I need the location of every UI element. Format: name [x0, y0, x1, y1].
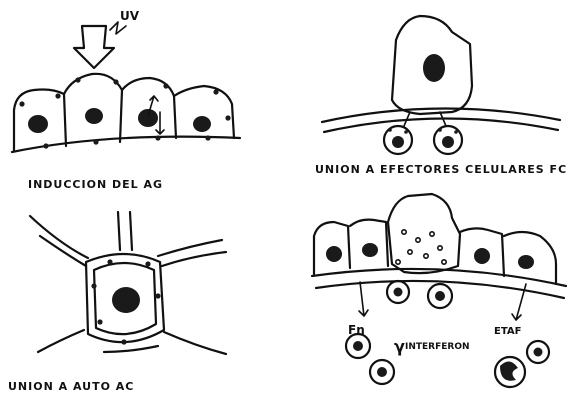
granule-dot	[416, 238, 420, 242]
caption-autoantibody: UNION A AUTO AC	[8, 380, 134, 393]
antigen-dot	[93, 139, 98, 144]
uv-label: UV	[120, 9, 140, 23]
cell-nucleus	[474, 248, 490, 264]
mononuclear-nucleus	[534, 348, 543, 357]
cell-nucleus	[326, 246, 342, 262]
etaf-label: ETAF	[494, 326, 521, 337]
granule-dot	[404, 130, 408, 134]
cell-nucleus	[362, 243, 378, 257]
autoantibody-dot	[145, 261, 150, 266]
cell-boundary	[104, 346, 158, 352]
cell-nucleus	[518, 255, 534, 269]
cell-boundary	[64, 94, 66, 146]
antigen-dot	[163, 83, 168, 88]
cell-nucleus	[85, 108, 103, 124]
cell-boundary	[118, 212, 120, 250]
panel-induction: UV INDUCCION DEL AG	[12, 9, 240, 191]
cell-nucleus	[138, 109, 158, 127]
mononuclear-nucleus	[353, 341, 363, 351]
autoantibody-dot	[97, 319, 102, 324]
caption-induction: INDUCCION DEL AG	[28, 178, 163, 191]
granule-dot	[438, 128, 442, 132]
cell-boundary	[40, 236, 86, 266]
cell-boundary	[174, 96, 176, 138]
cell-boundary	[30, 216, 88, 258]
fn-label: Fn	[348, 323, 365, 337]
central-cell-nucleus	[112, 287, 140, 313]
granule-dot	[438, 246, 442, 250]
lymphocyte-nucleus	[435, 291, 445, 301]
antigen-dot	[225, 115, 230, 120]
granule-dot	[388, 128, 392, 132]
antigen-dot	[205, 135, 210, 140]
cell-nucleus	[193, 116, 211, 132]
panel-effectors: UNION A EFECTORES CELULARES FC	[315, 16, 567, 176]
effector-cell-nucleus	[442, 136, 454, 148]
panel-cytokines: Fn γ INTERFERON ETAF	[312, 194, 566, 387]
granule-dot	[430, 232, 434, 236]
granule-dot	[396, 260, 400, 264]
granule-dot	[454, 130, 458, 134]
antigen-dot	[55, 93, 60, 98]
antigen-dot	[75, 77, 80, 82]
lymphocyte-nucleus	[394, 288, 403, 297]
release-arrow-icon	[359, 282, 368, 316]
target-cell-nucleus	[423, 54, 445, 82]
granule-dot	[402, 230, 406, 234]
cell-nucleus	[28, 115, 48, 133]
antigen-dot	[113, 79, 118, 84]
cell-boundary	[164, 332, 226, 354]
cell-boundary	[120, 90, 122, 142]
mononuclear-nucleus	[377, 367, 387, 377]
granule-dot	[408, 250, 412, 254]
autoantibody-dot	[107, 259, 112, 264]
antigen-dot	[19, 101, 24, 106]
damaged-cell-outline	[388, 194, 460, 273]
antigen-dot	[155, 135, 160, 140]
uv-arrow-icon	[74, 26, 114, 68]
macrophage-nucleus	[500, 361, 518, 380]
epithelial-cell-outline	[350, 220, 388, 266]
panel-autoantibody: UNION A AUTO AC	[8, 212, 226, 393]
interferon-label: INTERFERON	[405, 342, 470, 352]
autoantibody-dot	[155, 293, 160, 298]
antigen-dot	[43, 143, 48, 148]
granule-dot	[442, 260, 446, 264]
uv-ray-icon	[110, 22, 126, 34]
gamma-symbol: γ	[394, 337, 405, 356]
granule-dot	[424, 254, 428, 258]
effector-cell-nucleus	[392, 136, 404, 148]
autoantibody-dot	[121, 339, 126, 344]
antigen-dot	[213, 89, 218, 94]
cell-boundary	[130, 212, 132, 250]
cell-boundary	[162, 252, 226, 266]
caption-effectors: UNION A EFECTORES CELULARES FC	[315, 163, 567, 176]
cell-boundary	[38, 330, 84, 352]
autoantibody-dot	[91, 283, 96, 288]
